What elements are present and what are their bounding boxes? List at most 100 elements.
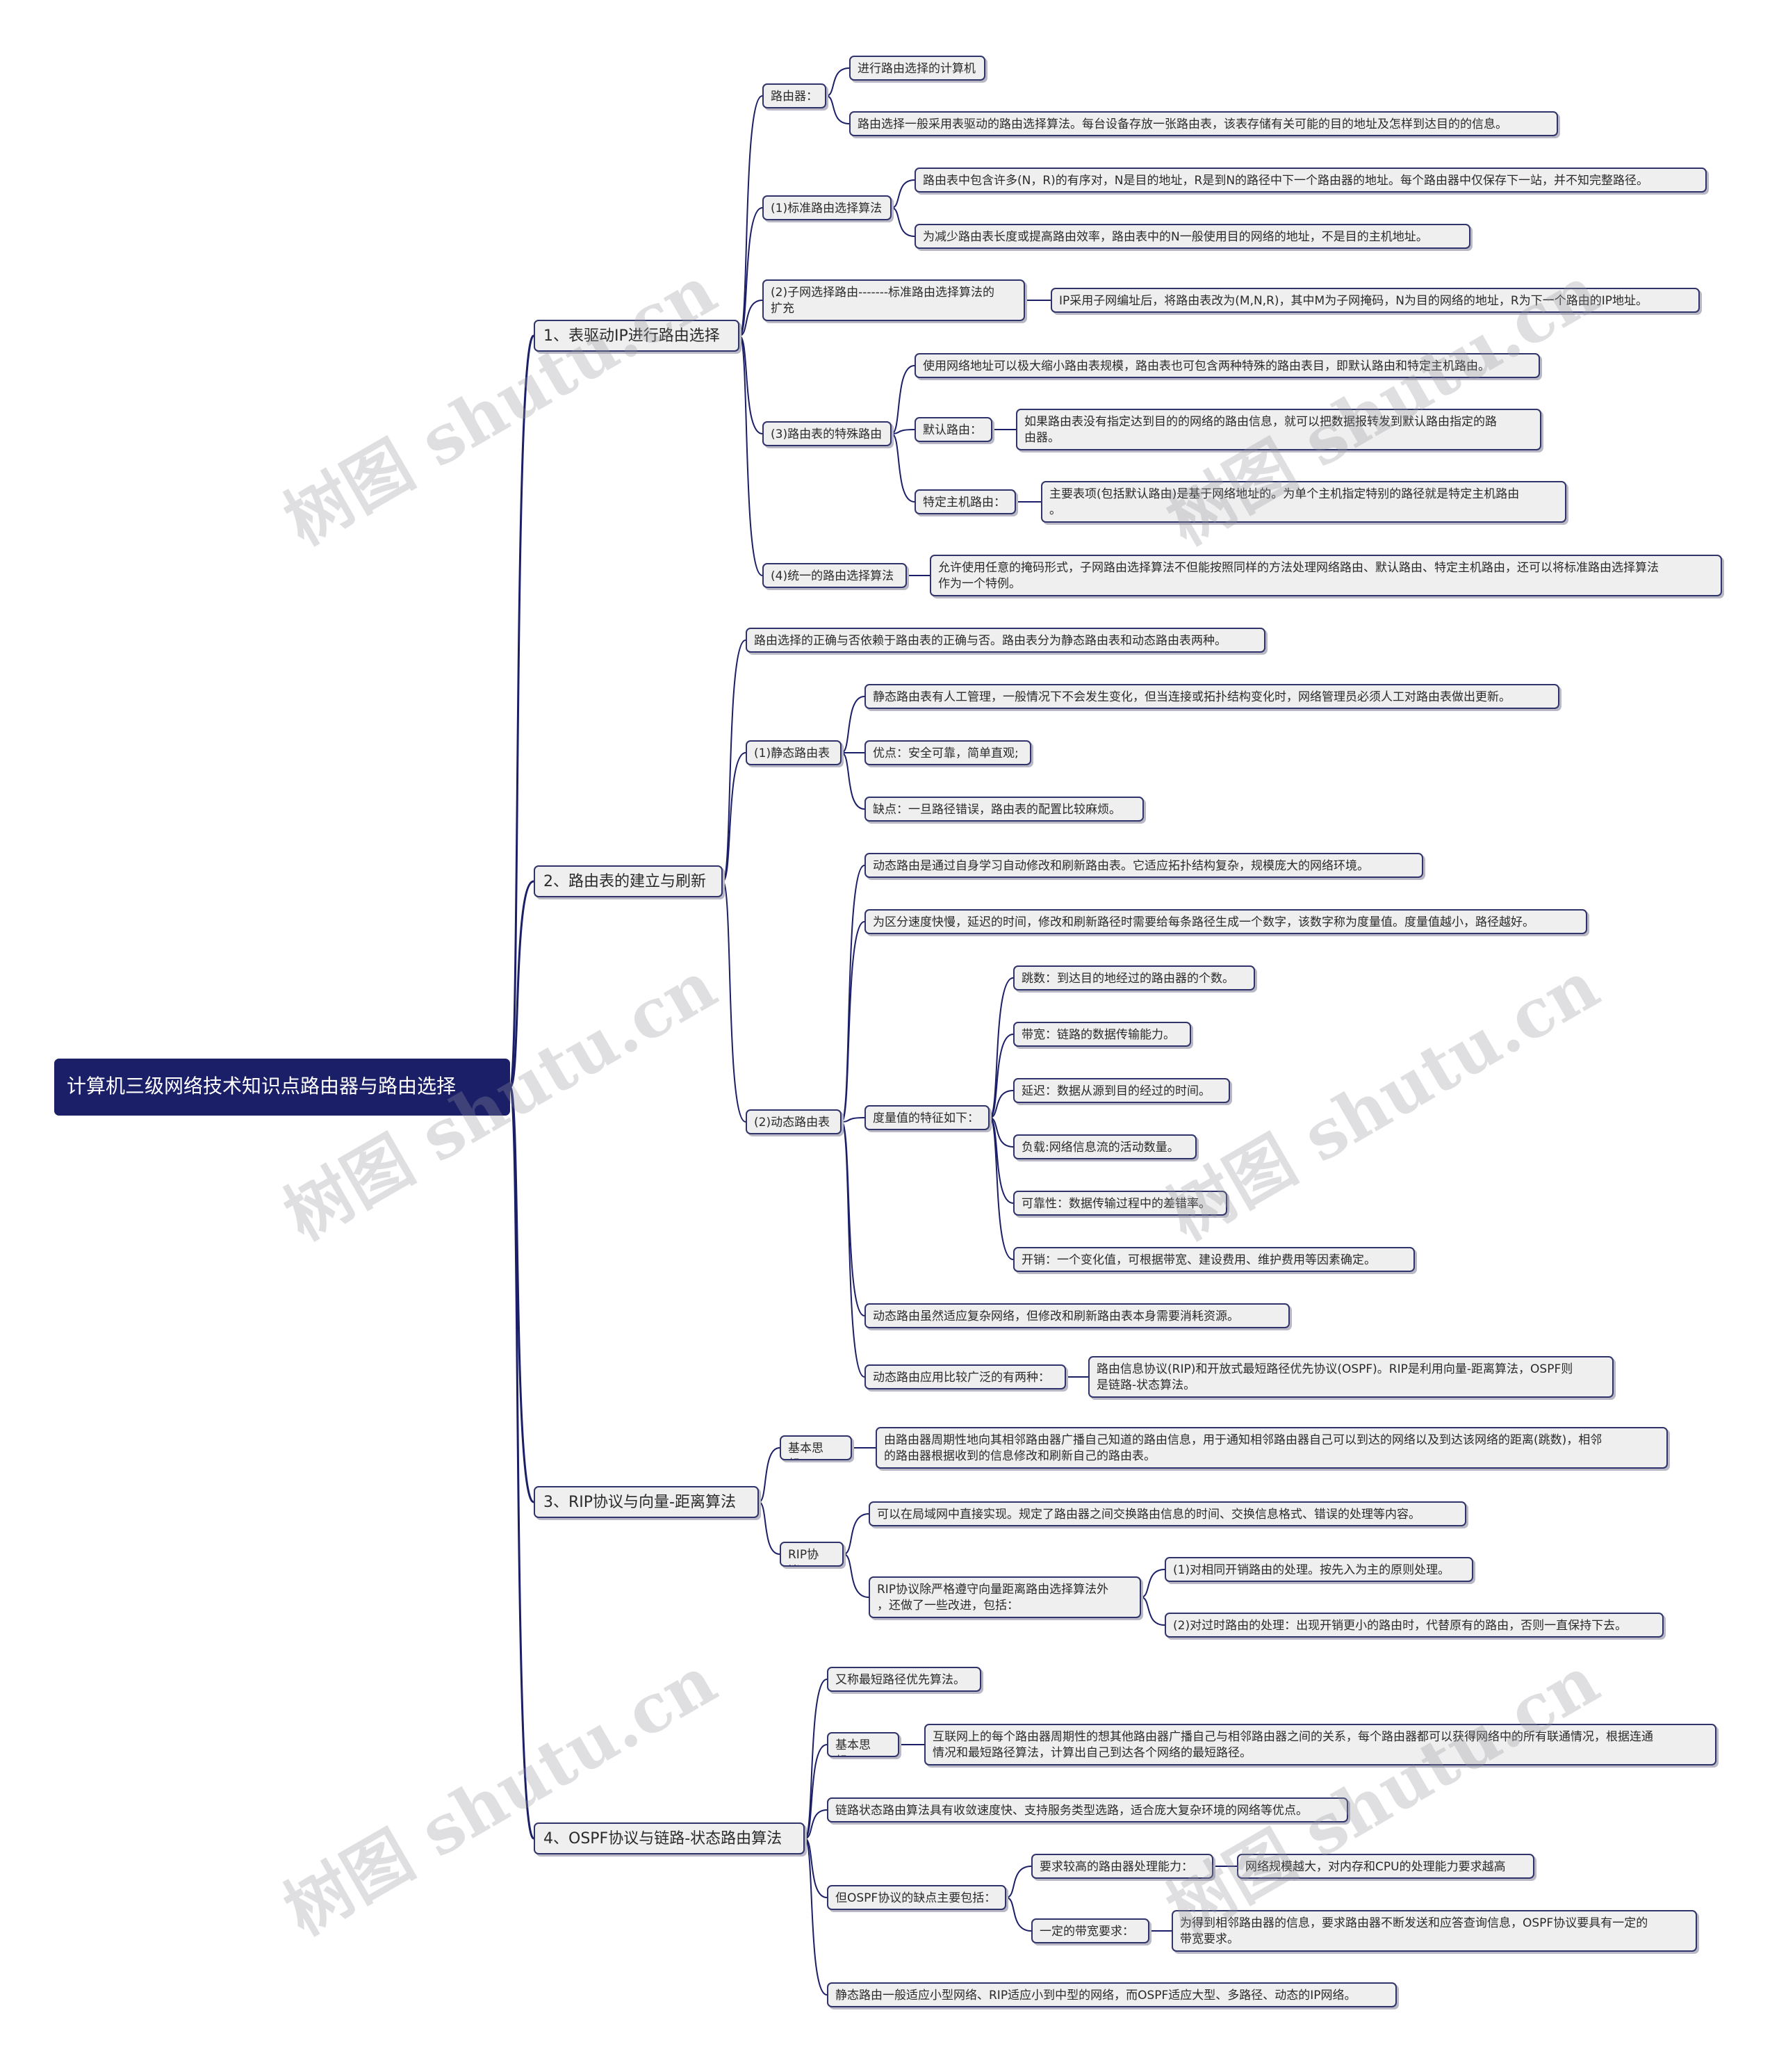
rip-same-cost-handling[interactable]: (1)对相同开销路由的处理。按先入为主的原则处理。 xyxy=(1165,1557,1473,1582)
connector-b2_static-b2_static_c3 xyxy=(841,752,865,810)
ospf-processing-requirement[interactable]: 要求较高的路由器处理能力： xyxy=(1031,1854,1213,1879)
router-table-driven-desc[interactable]: 路由选择一般采用表驱动的路由选择算法。每台设备存放一张路由表，该表存储有关可能的… xyxy=(849,111,1558,136)
router-definition[interactable]: 进行路由选择的计算机 xyxy=(849,56,985,81)
connector-b1_router-b1_router_c1 xyxy=(826,67,850,97)
connector-b1_special-b1_special_default xyxy=(891,429,915,434)
static-table-desc[interactable]: 静态路由表有人工管理，一般情况下不会发生变化，但当连接或拓扑结构变化时，网络管理… xyxy=(864,684,1559,709)
connector-b2_metric-b2_metric_c6 xyxy=(989,1117,1014,1260)
connector-b1-b1_std xyxy=(739,207,763,336)
ospf-bandwidth-detail[interactable]: 为得到相邻路由器的信息，要求路由器不断发送和应答查询信息，OSPF协议要具有一定… xyxy=(1172,1910,1697,1952)
connector-b1_router-b1_router_c2 xyxy=(826,95,850,124)
connector-b3_rip_c2-b3_rip_c2_a xyxy=(1140,1569,1165,1598)
routing-protocol-scale-comparison[interactable]: 静态路由一般适应小型网络、RIP适应小到中型的网络，而OSPF适应大型、多路径、… xyxy=(827,1982,1397,2007)
metric-load[interactable]: 负载:网络信息流的活动数量。 xyxy=(1013,1134,1197,1159)
connector-b2_dynamic-b2_dyn_c2 xyxy=(841,921,865,1123)
connector-b2_dynamic-b2_dyn_c3 xyxy=(841,1121,865,1316)
connector-b2_metric-b2_metric_c5 xyxy=(989,1117,1014,1204)
static-routing-table[interactable]: (1)静态路由表 xyxy=(746,740,842,765)
standard-routing-network-address[interactable]: 为减少路由表长度或提高路由效率，路由表中的N一般使用目的网络的地址，不是目的主机… xyxy=(915,224,1470,249)
ospf-basic-idea[interactable]: 基本思想： xyxy=(827,1732,899,1757)
ospf-alias[interactable]: 又称最短路径优先算法。 xyxy=(827,1667,981,1692)
connector-b4-b4_cons xyxy=(804,1838,828,1898)
connector-b3_rip-b3_rip_c1 xyxy=(843,1513,869,1555)
connector-b2-b2_static xyxy=(722,752,746,882)
connector-b4-b4_basic xyxy=(804,1744,828,1839)
connector-b3_rip_c2-b3_rip_c2_b xyxy=(1140,1597,1165,1626)
dynamic-routing-protocols[interactable]: 路由信息协议(RIP)和开放式最短路径优先协议(OSPF)。RIP是利用向量-距… xyxy=(1088,1356,1614,1398)
connector-root-b1 xyxy=(509,334,535,1088)
subnet-routing[interactable]: (2)子网选择路由-------标准路由选择算法的 扩充 xyxy=(762,279,1025,321)
connector-b4_cons-b4_cons_a xyxy=(1006,1866,1032,1898)
connector-b2_dynamic-b2_dyn_c1 xyxy=(841,865,865,1123)
connector-root-b2 xyxy=(509,880,534,1088)
connector-b3-b3_basic xyxy=(758,1447,780,1503)
connector-b4-b4_c2 xyxy=(804,1809,828,1839)
connector-b1_special-b1_special_host xyxy=(891,433,915,503)
metric-reliability[interactable]: 可靠性：数据传输过程中的差错率。 xyxy=(1013,1191,1227,1216)
connector-b2-b2_intro xyxy=(722,639,746,882)
link-state-advantages[interactable]: 链路状态路由算法具有收敛速度快、支持服务类型选路，适合庞大复杂环境的网络等优点。 xyxy=(827,1797,1348,1822)
connector-b2_metric-b2_metric_c3 xyxy=(989,1090,1014,1118)
metric-delay[interactable]: 延迟：数据从源到目的经过的时间。 xyxy=(1013,1078,1230,1103)
dynamic-routing-table[interactable]: (2)动态路由表 xyxy=(746,1109,842,1134)
branch-3-rip-protocol[interactable]: 3、RIP协议与向量-距离算法 xyxy=(534,1486,759,1518)
connector-b2_dynamic-b2_dyn_common xyxy=(841,1121,865,1378)
rip-basic-idea-desc[interactable]: 由路由器周期性地向其相邻路由器广播自己知道的路由信息，用于通知相邻路由器自己可以… xyxy=(876,1427,1668,1469)
rip-stale-route-handling[interactable]: (2)对过时路由的处理：出现开销更小的路由时，代替原有的路由，否则一直保持下去。 xyxy=(1165,1613,1664,1638)
branch-4-ospf-protocol[interactable]: 4、OSPF协议与链路-状态路由算法 xyxy=(534,1822,805,1854)
connector-b1_special-b1_special_c1 xyxy=(891,365,915,434)
metric-bandwidth[interactable]: 带宽：链路的数据传输能力。 xyxy=(1013,1022,1191,1047)
standard-routing-algorithm[interactable]: (1)标准路由选择算法 xyxy=(762,195,892,220)
connector-b2_metric-b2_metric_c1 xyxy=(989,977,1014,1118)
connector-b1-b1_subnet xyxy=(739,300,763,336)
connector-b2_metric-b2_metric_c4 xyxy=(989,1117,1014,1148)
connector-b3_rip-b3_rip_c2 xyxy=(843,1553,869,1598)
ospf-basic-idea-desc[interactable]: 互联网上的每个路由器周期性的想其他路由器广播自己与相邻路由器之间的关系，每个路由… xyxy=(924,1724,1716,1765)
ospf-processing-detail[interactable]: 网络规模越大，对内存和CPU的处理能力要求越高 xyxy=(1237,1854,1534,1879)
unified-routing-desc[interactable]: 允许使用任意的掩码形式，子网路由选择算法不但能按照同样的方法处理网络路由、默认路… xyxy=(930,555,1722,596)
routing-table-intro[interactable]: 路由选择的正确与否依赖于路由表的正确与否。路由表分为静态路由表和动态路由表两种。 xyxy=(746,628,1265,653)
rip-protocol[interactable]: RIP协议： xyxy=(780,1542,844,1567)
metric-cost[interactable]: 开销：一个变化值，可根据带宽、建设费用、维护费用等因素确定。 xyxy=(1013,1247,1415,1272)
special-routes[interactable]: (3)路由表的特殊路由 xyxy=(762,421,892,446)
connector-root-b4 xyxy=(509,1086,535,1840)
subnet-routing-mask[interactable]: IP采用子网编址后，将路由表改为(M,N,R)，其中M为子网掩码，N为目的网络的… xyxy=(1051,288,1700,313)
connector-b1-b1_unified xyxy=(739,335,763,576)
connector-b3-b3_rip xyxy=(758,1501,780,1555)
branch-2-routing-table-build[interactable]: 2、路由表的建立与刷新 xyxy=(534,865,723,897)
rip-improvements[interactable]: RIP协议除严格遵守向量距离路由选择算法外 ，还做了一些改进，包括： xyxy=(869,1576,1141,1618)
connector-b2-b2_dynamic xyxy=(722,881,746,1123)
dynamic-routing-desc[interactable]: 动态路由是通过自身学习自动修改和刷新路由表。它适应拓扑结构复杂，规模庞大的网络环… xyxy=(864,853,1423,878)
router-node[interactable]: 路由器： xyxy=(762,83,826,108)
host-specific-route[interactable]: 特定主机路由： xyxy=(915,489,1016,514)
rip-lan-implementation[interactable]: 可以在局域网中直接实现。规定了路由器之间交换路由信息的时间、交换信息格式、错误的… xyxy=(869,1501,1466,1526)
connector-b4-b4_c1 xyxy=(804,1679,828,1839)
metric-characteristics[interactable]: 度量值的特征如下： xyxy=(864,1105,990,1130)
host-specific-route-desc[interactable]: 主要表项(包括默认路由)是基于网络地址的。为单个主机指定特别的路径就是特定主机路… xyxy=(1041,481,1566,523)
connector-b2_static-b2_static_c1 xyxy=(841,696,865,753)
connector-b4-b4_c3 xyxy=(804,1838,828,1996)
ospf-bandwidth-requirement[interactable]: 一定的带宽要求： xyxy=(1031,1918,1149,1943)
connector-b2_dynamic-b2_metric xyxy=(841,1117,865,1123)
dynamic-routing-metric-desc[interactable]: 为区分速度快慢，延迟的时间，修改和刷新路径时需要给每条路径生成一个数字，该数字称… xyxy=(864,909,1587,934)
rip-basic-idea[interactable]: 基本思想： xyxy=(780,1435,852,1460)
static-table-cons[interactable]: 缺点：一旦路径错误，路由表的配置比较麻烦。 xyxy=(864,797,1144,822)
default-route[interactable]: 默认路由： xyxy=(915,417,992,442)
connector-b1-b1_router xyxy=(739,95,763,336)
connector-b1-b1_special xyxy=(739,335,763,434)
connector-b1_std-b1_std_c2 xyxy=(891,207,915,237)
dynamic-routing-cost[interactable]: 动态路由虽然适应复杂网络，但修改和刷新路由表本身需要消耗资源。 xyxy=(864,1303,1290,1328)
unified-routing-algorithm[interactable]: (4)统一的路由选择算法 xyxy=(762,563,907,588)
default-route-desc[interactable]: 如果路由表没有指定达到目的的网络的路由信息，就可以把数据报转发到默认路由指定的路… xyxy=(1016,409,1541,450)
static-table-pros[interactable]: 优点：安全可靠，简单直观; xyxy=(864,740,1031,765)
connector-b2_metric-b2_metric_c2 xyxy=(989,1034,1014,1118)
ospf-disadvantages[interactable]: 但OSPF协议的缺点主要包括： xyxy=(827,1885,1006,1910)
metric-hops[interactable]: 跳数：到达目的地经过的路由器的个数。 xyxy=(1013,965,1255,990)
dynamic-routing-common[interactable]: 动态路由应用比较广泛的有两种： xyxy=(864,1364,1066,1389)
standard-routing-pairs[interactable]: 路由表中包含许多(N，R)的有序对，N是目的地址，R是到N的路径中下一个路由器的… xyxy=(915,168,1707,193)
connector-b4_cons-b4_cons_b xyxy=(1006,1897,1032,1932)
branch-1-table-driven-routing[interactable]: 1、表驱动IP进行路由选择 xyxy=(534,320,739,352)
root-node[interactable]: 计算机三级网络技术知识点路由器与路由选择 xyxy=(54,1059,510,1116)
special-routes-intro[interactable]: 使用网络地址可以极大缩小路由表规模，路由表也可包含两种特殊的路由表目，即默认路由… xyxy=(915,353,1540,378)
